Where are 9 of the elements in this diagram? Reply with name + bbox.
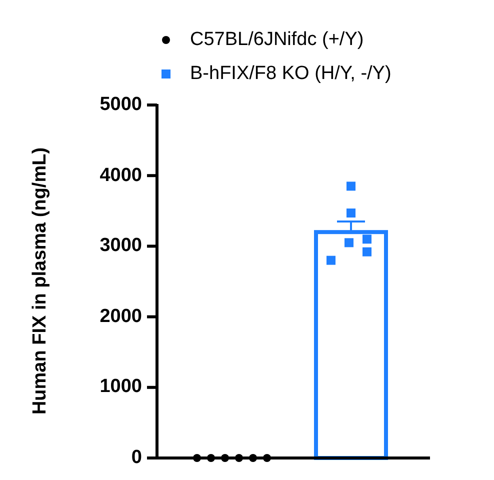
- legend-label: B-hFIX/F8 KO (H/Y, -/Y): [190, 64, 392, 83]
- tick-label: 1000: [100, 377, 142, 396]
- legend-label: C57BL/6JNifdc (+/Y): [190, 30, 364, 49]
- tick-label: 5000: [100, 95, 142, 114]
- tick-label: 3000: [100, 236, 142, 256]
- tick-label: 4000: [100, 166, 142, 185]
- axis-title: Human FIX in plasma (ng/mL): [30, 147, 50, 415]
- tick-label: 0: [131, 448, 142, 467]
- tick-label: 2000: [100, 306, 142, 326]
